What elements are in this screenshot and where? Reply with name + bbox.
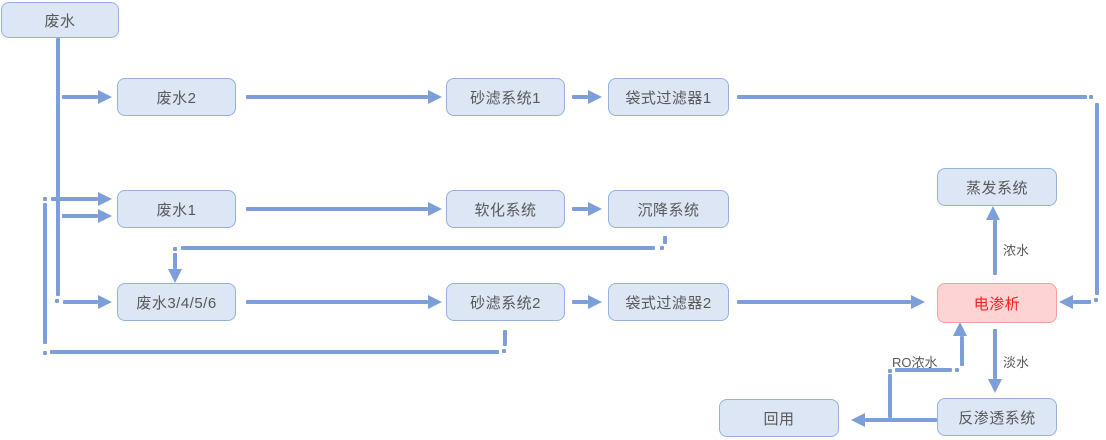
edge-segment (43, 203, 47, 344)
arrowhead-right-icon (428, 295, 442, 309)
corner-dot (888, 369, 892, 373)
node-sand-filter-system-1[interactable]: 砂滤系统1 (446, 78, 565, 116)
arrowhead-down-icon (988, 379, 1002, 393)
node-electrodialysis[interactable]: 电渗析 (937, 283, 1057, 323)
node-wastewater[interactable]: 废水 (1, 2, 119, 38)
node-reverse-osmosis-system[interactable]: 反渗透系统 (937, 398, 1057, 436)
edge-segment (960, 336, 964, 366)
edge-segment (181, 246, 655, 250)
edge-segment (572, 207, 588, 211)
corner-dot (1094, 298, 1098, 302)
label-fresh-water: 淡水 (1003, 355, 1030, 370)
corner-dot (660, 246, 664, 250)
corner-dot (1089, 95, 1093, 99)
node-wastewater-3-4-5-6[interactable]: 废水3/4/5/6 (117, 283, 236, 321)
edge-segment (993, 329, 997, 379)
edge-segment (246, 207, 428, 211)
corner-dot (43, 351, 47, 355)
arrowhead-right-icon (98, 295, 112, 309)
edge-segment (246, 95, 428, 99)
node-evaporation-system[interactable]: 蒸发系统 (937, 168, 1057, 206)
edge-segment (865, 418, 937, 422)
edge-segment (663, 236, 667, 244)
edge-segment (1095, 103, 1099, 295)
node-wastewater-1[interactable]: 废水1 (117, 190, 236, 228)
edge-segment (51, 197, 98, 201)
arrowhead-down-icon (168, 269, 182, 283)
node-sedimentation-system[interactable]: 沉降系统 (608, 190, 729, 228)
edge-segment (173, 253, 177, 269)
arrowhead-right-icon (98, 209, 112, 223)
node-sand-filter-system-2[interactable]: 砂滤系统2 (446, 283, 565, 321)
edge-segment (1073, 300, 1091, 304)
edge-segment (572, 300, 588, 304)
corner-dot (955, 368, 959, 372)
arrowhead-up-icon (953, 322, 967, 336)
node-bag-filter-1[interactable]: 袋式过滤器1 (608, 78, 729, 116)
edge-segment (50, 350, 499, 354)
node-reuse[interactable]: 回用 (719, 399, 839, 437)
arrowhead-left-icon (1059, 295, 1073, 309)
edge-segment (62, 95, 98, 99)
edge-segment (246, 300, 428, 304)
arrowhead-right-icon (428, 90, 442, 104)
corner-dot (173, 247, 177, 251)
arrowhead-right-icon (588, 90, 602, 104)
edge-segment (895, 368, 952, 372)
edge-segment (737, 95, 1087, 99)
arrowhead-left-icon (851, 413, 865, 427)
arrowhead-up-icon (986, 206, 1000, 220)
corner-dot (502, 349, 506, 353)
node-bag-filter-2[interactable]: 袋式过滤器2 (608, 283, 729, 321)
edge-segment (737, 300, 911, 304)
corner-dot (55, 299, 59, 303)
edge-segment (503, 330, 507, 346)
edge-segment (572, 95, 588, 99)
node-softening-system[interactable]: 软化系统 (446, 190, 565, 228)
edge-segment (56, 38, 60, 296)
label-concentrated-water: 浓水 (1003, 243, 1030, 258)
edge-segment (888, 374, 892, 418)
edge-segment (993, 220, 997, 275)
arrowhead-right-icon (98, 90, 112, 104)
label-ro-concentrated-water: RO浓水 (892, 355, 938, 370)
arrowhead-right-icon (588, 202, 602, 216)
arrowhead-right-icon (98, 192, 112, 206)
arrowhead-right-icon (428, 202, 442, 216)
arrowhead-right-icon (588, 295, 602, 309)
corner-dot (43, 197, 47, 201)
edge-segment (63, 300, 98, 304)
arrowhead-right-icon (911, 295, 925, 309)
edge-segment (62, 214, 98, 218)
node-wastewater-2[interactable]: 废水2 (117, 78, 236, 116)
